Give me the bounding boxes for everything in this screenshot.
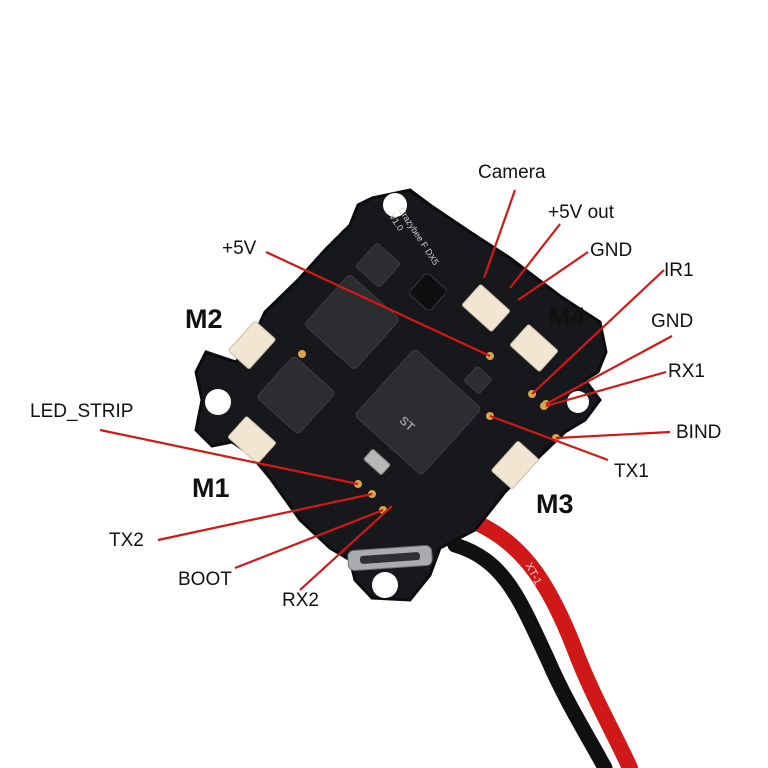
label-5v-out: +5V out xyxy=(548,202,615,223)
motor-label-m1: M1 xyxy=(192,473,230,503)
inductor xyxy=(409,273,447,311)
connector-m1 xyxy=(228,416,276,464)
label-5v: +5V xyxy=(222,238,257,259)
leader-gnd-right xyxy=(545,335,673,405)
motor-label-m2: M2 xyxy=(185,304,223,334)
mount-hole-bottom xyxy=(372,572,398,598)
motor-label-m3: M3 xyxy=(536,489,574,519)
chip-rx xyxy=(305,275,399,369)
leader-rx1 xyxy=(545,370,667,408)
label-tx2: TX2 xyxy=(109,530,144,551)
label-boot: BOOT xyxy=(178,569,232,590)
label-rx1: RX1 xyxy=(668,361,705,382)
label-ir1: IR1 xyxy=(664,260,694,281)
crystal xyxy=(363,449,391,475)
cable-print-text: XT-1 xyxy=(522,561,544,587)
power-cable: XT-1 xyxy=(447,512,638,768)
leader-tx2 xyxy=(157,492,373,542)
leader-gnd-top xyxy=(517,251,589,301)
leader-led-strip xyxy=(99,428,359,486)
leader-ir1 xyxy=(531,269,665,395)
connector-m3 xyxy=(491,441,539,489)
leader-tx1 xyxy=(489,414,609,462)
leader-boot xyxy=(234,508,384,570)
leader-5v-out xyxy=(509,223,561,289)
leader-5v xyxy=(265,251,491,357)
motor-label-m4: M4 xyxy=(548,302,586,332)
connector-camera xyxy=(462,284,510,332)
label-led-strip: LED_STRIP xyxy=(30,401,134,422)
label-tx1: TX1 xyxy=(614,461,649,482)
mount-hole-left xyxy=(205,389,231,415)
label-rx2: RX2 xyxy=(282,590,319,611)
label-gnd-top: GND xyxy=(590,240,633,261)
chip-mcu: ST xyxy=(355,349,481,475)
leader-rx2 xyxy=(299,505,393,591)
chip-small xyxy=(356,243,400,287)
label-gnd-right: GND xyxy=(651,311,694,332)
leader-lines xyxy=(99,189,673,591)
chip-osd xyxy=(257,356,335,434)
usb-port xyxy=(347,544,433,572)
label-camera: Camera xyxy=(478,162,546,183)
black-wire xyxy=(447,537,613,768)
pad-left-5v xyxy=(298,350,306,358)
leader-camera xyxy=(482,189,517,279)
leader-bind xyxy=(555,430,671,440)
regulator xyxy=(464,366,492,394)
label-bind: BIND xyxy=(676,422,722,443)
red-wire xyxy=(462,512,638,768)
pcb-board: Crazybee F DX5 V1.0 ST xyxy=(194,188,608,602)
connector-m2 xyxy=(228,321,276,369)
connector-m4 xyxy=(510,324,558,372)
mount-hole-top xyxy=(383,193,407,217)
